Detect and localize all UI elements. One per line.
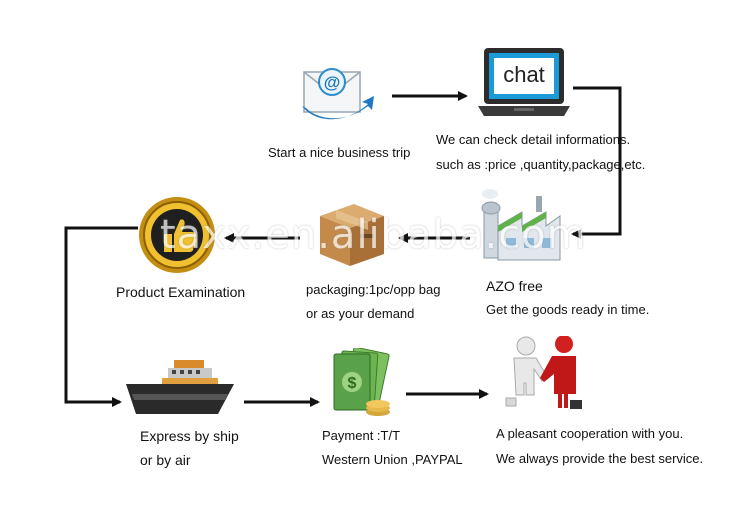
examination-caption: Product Examination	[116, 284, 246, 300]
thumbs-up-medal-icon	[139, 197, 215, 273]
factory-caption-line2: Get the goods ready in time.	[486, 302, 650, 317]
cardboard-box-icon	[320, 204, 384, 266]
factory-caption-line1: AZO free	[486, 278, 543, 294]
chat-screen-text: chat	[503, 62, 545, 87]
cooperation-caption-line2: We always provide the best service.	[496, 451, 704, 466]
cargo-ship-icon	[126, 360, 234, 414]
email-caption: Start a nice business trip	[268, 145, 411, 160]
money-icon: $	[333, 348, 390, 416]
payment-caption-line1: Payment :T/T	[322, 428, 401, 443]
packaging-caption-line2: or as your demand	[306, 306, 415, 321]
shipping-caption-line1: Express by ship	[140, 428, 239, 444]
arrow-medal-to-ship	[64, 226, 138, 407]
svg-text:$: $	[348, 375, 357, 392]
email-icon: @	[302, 68, 374, 120]
watermark-text: taxx.en.alibaba.com	[160, 212, 587, 258]
payment-caption-line2: Western Union ,PAYPAL	[322, 452, 463, 467]
factory-icon	[481, 189, 561, 261]
packaging-caption-line1: packaging:1pc/opp bag	[306, 282, 441, 297]
chat-caption-line1: We can check detail informations.	[436, 132, 631, 147]
svg-text:@: @	[324, 73, 341, 92]
handshake-icon	[505, 336, 582, 409]
chat-laptop-icon	[478, 48, 570, 116]
shipping-caption-line2: or by air	[140, 452, 191, 468]
chat-caption-line2: such as :price ,quantity,package,etc.	[436, 157, 646, 172]
arrow-chat-to-factory	[571, 86, 622, 239]
cooperation-caption-line1: A pleasant cooperation with you.	[496, 426, 684, 441]
